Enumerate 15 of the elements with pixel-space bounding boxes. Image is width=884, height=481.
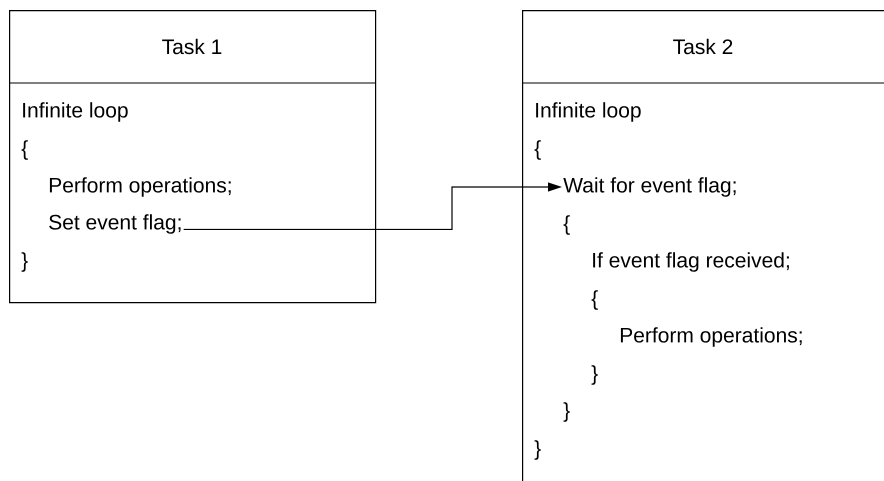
code-line: Perform operations; bbox=[50, 177, 231, 197]
code-line: Set event flag; bbox=[49, 214, 181, 234]
code-line: { bbox=[22, 140, 28, 160]
code-line: } bbox=[534, 440, 541, 460]
code-line: } bbox=[564, 402, 570, 422]
code-line: { bbox=[564, 215, 570, 235]
code-line: Perform operations; bbox=[620, 327, 802, 347]
code-line: Infinite loop bbox=[23, 102, 128, 122]
code-line: { bbox=[534, 140, 541, 160]
code-line: Wait for event flag; bbox=[563, 177, 736, 197]
code-line: } bbox=[22, 252, 28, 272]
code-line: If event flag received; bbox=[593, 252, 789, 272]
code-line: Infinite loop bbox=[536, 102, 641, 122]
code-line: { bbox=[592, 290, 598, 310]
code-line: } bbox=[592, 365, 598, 385]
